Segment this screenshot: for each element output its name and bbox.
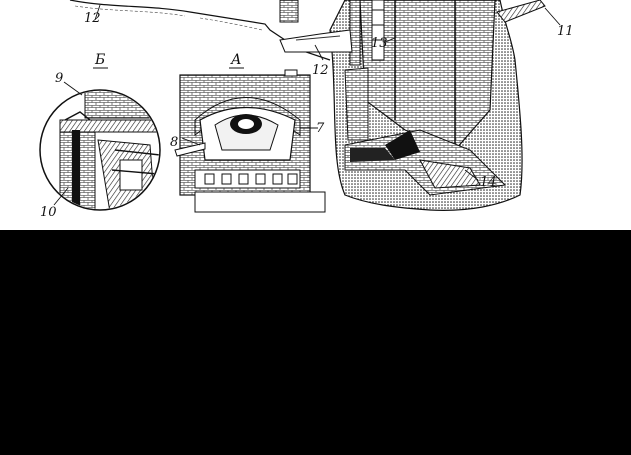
detail-a-section bbox=[174, 67, 326, 213]
label-12-mid: 12 bbox=[312, 63, 329, 78]
label-8: 8 bbox=[170, 135, 178, 150]
furnace-cutaway bbox=[329, 0, 546, 211]
label-7: 7 bbox=[316, 121, 325, 136]
label-10: 10 bbox=[40, 205, 57, 220]
top-block bbox=[279, 0, 299, 23]
ground-line bbox=[69, 0, 331, 61]
leader-lines bbox=[53, 4, 561, 206]
detail-b-circle bbox=[39, 67, 161, 211]
label-view-b: Б bbox=[94, 52, 105, 68]
label-11: 11 bbox=[557, 24, 574, 39]
label-14: 14 bbox=[480, 175, 497, 190]
label-12-top: 12 bbox=[84, 11, 101, 26]
label-9: 9 bbox=[55, 71, 63, 86]
label-view-a: А bbox=[230, 52, 242, 68]
technical-illustration: 12 Б А 9 8 7 10 11 12 13 14 bbox=[0, 0, 631, 230]
black-background bbox=[0, 230, 631, 455]
label-13: 13 bbox=[371, 36, 388, 51]
